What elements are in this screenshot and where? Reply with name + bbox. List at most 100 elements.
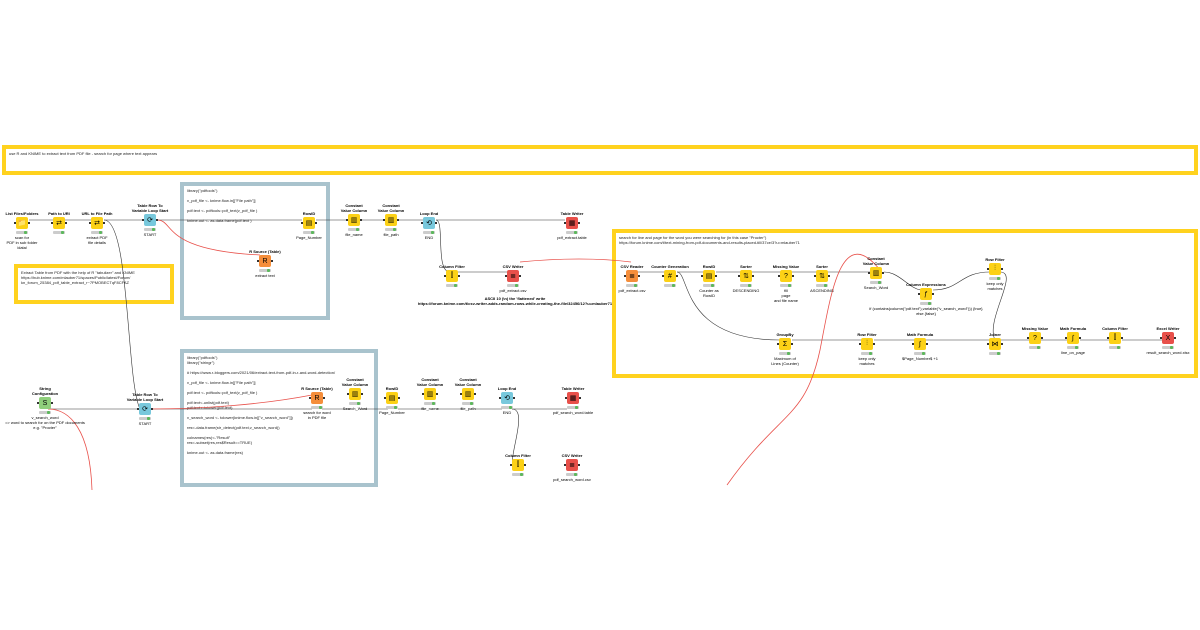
node-math-formula-1[interactable]: Math Formula∫$Page_Number$ +1 xyxy=(885,326,955,361)
input-port[interactable] xyxy=(701,275,703,277)
input-port[interactable] xyxy=(421,222,423,224)
output-port[interactable] xyxy=(715,275,717,277)
output-port[interactable] xyxy=(151,408,153,410)
node-csv-reader-icon[interactable]: ≣ xyxy=(624,270,640,282)
output-port[interactable] xyxy=(474,393,476,395)
node-const-col-search-icon[interactable]: ▥ xyxy=(868,267,884,279)
output-port[interactable] xyxy=(519,275,521,277)
output-port[interactable] xyxy=(51,402,53,404)
output-port[interactable] xyxy=(752,275,754,277)
output-port[interactable] xyxy=(398,397,400,399)
input-port[interactable] xyxy=(257,260,259,262)
input-port[interactable] xyxy=(384,397,386,399)
node-const-col-1-icon[interactable]: ▥ xyxy=(346,214,362,226)
node-table-writer-2[interactable]: Table Writer▦pdf_search_word.table xyxy=(538,380,608,415)
output-port[interactable] xyxy=(873,343,875,345)
output-port[interactable] xyxy=(1001,268,1003,270)
output-port[interactable] xyxy=(103,222,105,224)
input-port[interactable] xyxy=(564,222,566,224)
output-port[interactable] xyxy=(435,222,437,224)
node-csv-writer-2[interactable]: CSV Writer≣pdf_search_word.csv xyxy=(537,447,607,482)
output-port[interactable] xyxy=(1041,337,1043,339)
input-port[interactable] xyxy=(859,343,861,345)
input-port[interactable] xyxy=(868,272,870,274)
input-port[interactable] xyxy=(814,275,816,277)
node-rowid-2-icon[interactable]: ▤ xyxy=(701,270,717,282)
node-excel-writer-icon[interactable]: X xyxy=(1160,332,1176,344)
node-column-filter-2[interactable]: Column Filter⫿ xyxy=(1080,320,1150,350)
node-table-writer-1[interactable]: Table Writer▦pdf_extract.table xyxy=(537,205,607,240)
input-port[interactable] xyxy=(460,393,462,395)
node-path-to-uri-icon[interactable]: ⇄ xyxy=(51,217,67,229)
input-port[interactable] xyxy=(565,397,567,399)
input-port[interactable] xyxy=(1160,337,1162,339)
node-table-writer-1-icon[interactable]: ▦ xyxy=(564,217,580,229)
output-port[interactable] xyxy=(1079,337,1081,339)
node-groupby-icon[interactable]: Σ xyxy=(777,338,793,350)
node-column-filter-3-icon[interactable]: ⫿ xyxy=(510,459,526,471)
node-const-col-1[interactable]: Constant Value Column▥file_name xyxy=(319,202,389,237)
output-port[interactable] xyxy=(524,464,526,466)
node-rowid-1-icon[interactable]: ▤ xyxy=(301,217,317,229)
node-loop-end-2[interactable]: Loop End⟲END xyxy=(472,380,542,415)
input-port[interactable] xyxy=(301,222,303,224)
node-math-formula-1-icon[interactable]: ∫ xyxy=(912,338,928,350)
node-missing-value-1-icon[interactable]: ? xyxy=(778,270,794,282)
node-list-files[interactable]: List Files/Folders📁scan for PDF in sub f… xyxy=(0,205,57,250)
node-csv-writer-1[interactable]: CSV Writer≣pdf_extract.csv xyxy=(478,258,548,293)
output-port[interactable] xyxy=(578,222,580,224)
input-port[interactable] xyxy=(505,275,507,277)
node-list-files-icon[interactable]: 📁 xyxy=(14,217,30,229)
node-csv-writer-1-icon[interactable]: ≣ xyxy=(505,270,521,282)
node-row-filter-1[interactable]: Row Filter⫶keep only matches xyxy=(960,251,1030,291)
output-port[interactable] xyxy=(360,219,362,221)
node-sorter-2-icon[interactable]: ⇅ xyxy=(814,270,830,282)
input-port[interactable] xyxy=(383,219,385,221)
input-port[interactable] xyxy=(346,219,348,221)
output-port[interactable] xyxy=(926,343,928,345)
output-port[interactable] xyxy=(578,464,580,466)
output-port[interactable] xyxy=(458,275,460,277)
node-missing-value-2[interactable]: Missing Value? xyxy=(1000,320,1070,350)
node-column-filter-2-icon[interactable]: ⫿ xyxy=(1107,332,1123,344)
input-port[interactable] xyxy=(918,293,920,295)
input-port[interactable] xyxy=(142,219,144,221)
node-joiner-icon[interactable]: ⋈ xyxy=(987,338,1003,350)
input-port[interactable] xyxy=(137,408,139,410)
node-joiner[interactable]: Joiner⋈ xyxy=(960,326,1030,356)
input-port[interactable] xyxy=(309,397,311,399)
node-const-col-3-icon[interactable]: ▥ xyxy=(347,388,363,400)
node-column-filter-1-icon[interactable]: ⫿ xyxy=(444,270,460,282)
node-counter-gen[interactable]: Counter Generation# xyxy=(635,258,705,288)
node-url-to-file-path[interactable]: URL to File Path⇄extract PDF file detail… xyxy=(62,205,132,245)
node-column-filter-3[interactable]: Column Filter⫿ xyxy=(483,447,553,477)
input-port[interactable] xyxy=(347,393,349,395)
output-port[interactable] xyxy=(1174,337,1176,339)
input-port[interactable] xyxy=(777,343,779,345)
annotation-top-banner[interactable]: use R and KNIME to extract text from PDF… xyxy=(2,145,1198,175)
input-port[interactable] xyxy=(444,275,446,277)
node-table-writer-2-icon[interactable]: ▦ xyxy=(565,392,581,404)
node-const-col-5-icon[interactable]: ▥ xyxy=(460,388,476,400)
input-port[interactable] xyxy=(37,402,39,404)
node-row-filter-2[interactable]: Row Filter⫶keep only matches xyxy=(832,326,902,366)
output-port[interactable] xyxy=(932,293,934,295)
node-const-col-4-icon[interactable]: ▥ xyxy=(422,388,438,400)
input-port[interactable] xyxy=(778,275,780,277)
output-port[interactable] xyxy=(791,343,793,345)
node-column-expr-icon[interactable]: ƒ xyxy=(918,288,934,300)
node-row-filter-2-icon[interactable]: ⫶ xyxy=(859,338,875,350)
input-port[interactable] xyxy=(987,343,989,345)
node-counter-gen-icon[interactable]: # xyxy=(662,270,678,282)
node-sorter-1[interactable]: Sorter⇅DESCENDING xyxy=(711,258,781,293)
node-rowid-2[interactable]: RowID▤Counter as RowID xyxy=(674,258,744,298)
node-math-formula-2[interactable]: Math Formula∫line_on_page xyxy=(1038,320,1108,355)
output-port[interactable] xyxy=(1001,343,1003,345)
annotation-search-note[interactable]: search for line and page for the word yo… xyxy=(612,229,1198,378)
output-port[interactable] xyxy=(315,222,317,224)
